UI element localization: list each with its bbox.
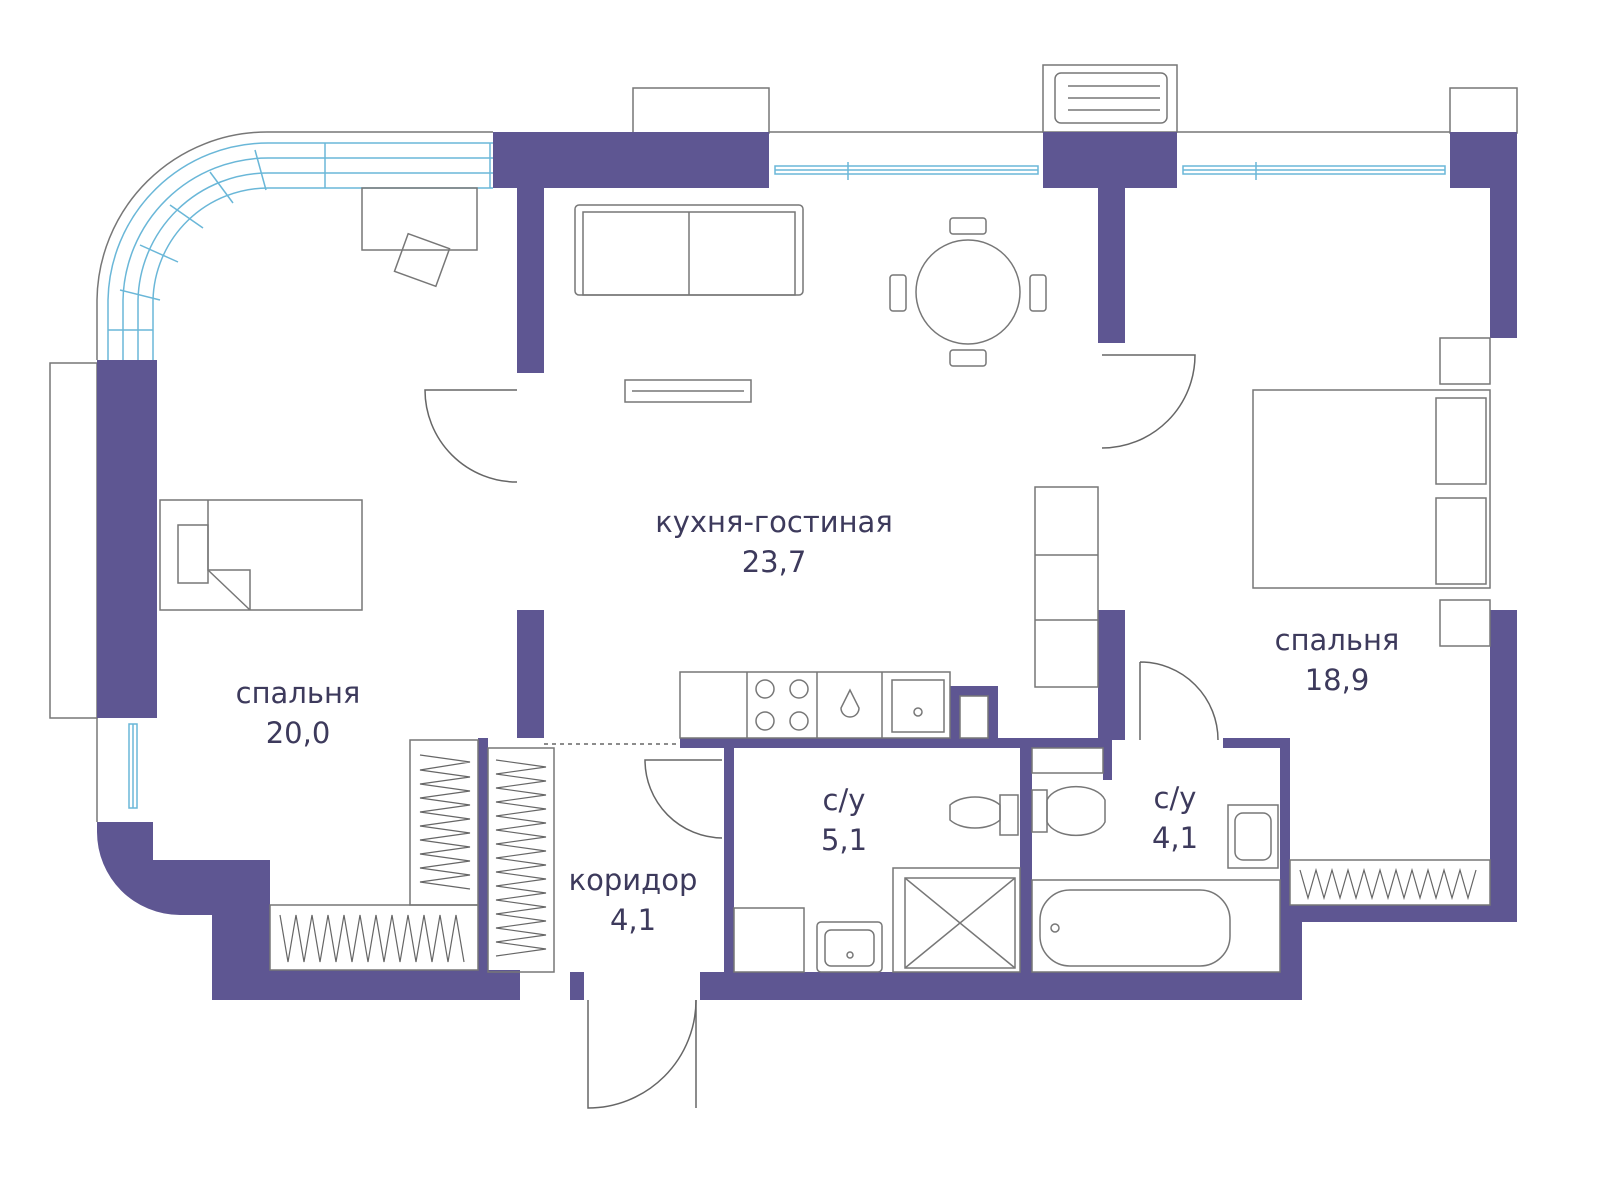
furniture-corridor xyxy=(487,747,555,973)
room-name: спальня xyxy=(235,676,361,710)
room-name: спальня xyxy=(1274,623,1400,657)
walls xyxy=(97,132,1517,1000)
room-area: 20,0 xyxy=(265,716,331,751)
room-name: с/у xyxy=(822,783,866,817)
furniture-bath-2 xyxy=(1031,747,1281,973)
room-area: 4,1 xyxy=(1151,821,1199,856)
furniture-bedroom-right xyxy=(1252,337,1491,906)
room-area: 5,1 xyxy=(820,823,868,858)
room-name: коридор xyxy=(568,863,698,897)
room-name: кухня-гостиная xyxy=(655,505,893,539)
furniture-living xyxy=(574,204,1099,739)
room-area: 18,9 xyxy=(1304,663,1370,698)
room-area: 23,7 xyxy=(741,545,807,580)
furniture-bath-1 xyxy=(733,794,1021,973)
doors xyxy=(424,354,1219,1109)
furniture-bedroom-left xyxy=(159,187,479,971)
curved-window xyxy=(96,131,493,360)
room-label-bedroom-right: спальня 18,9 xyxy=(1275,620,1400,700)
windows xyxy=(96,131,1450,822)
room-label-bath-1: с/у 5,1 xyxy=(821,780,867,860)
room-label-corridor: коридор 4,1 xyxy=(569,860,698,940)
room-label-bedroom-left: спальня 20,0 xyxy=(236,673,361,753)
room-label-bath-2: с/у 4,1 xyxy=(1152,778,1198,858)
room-area: 4,1 xyxy=(609,903,657,938)
room-name: с/у xyxy=(1153,781,1197,815)
room-label-living: кухня-гостиная 23,7 xyxy=(655,502,893,582)
